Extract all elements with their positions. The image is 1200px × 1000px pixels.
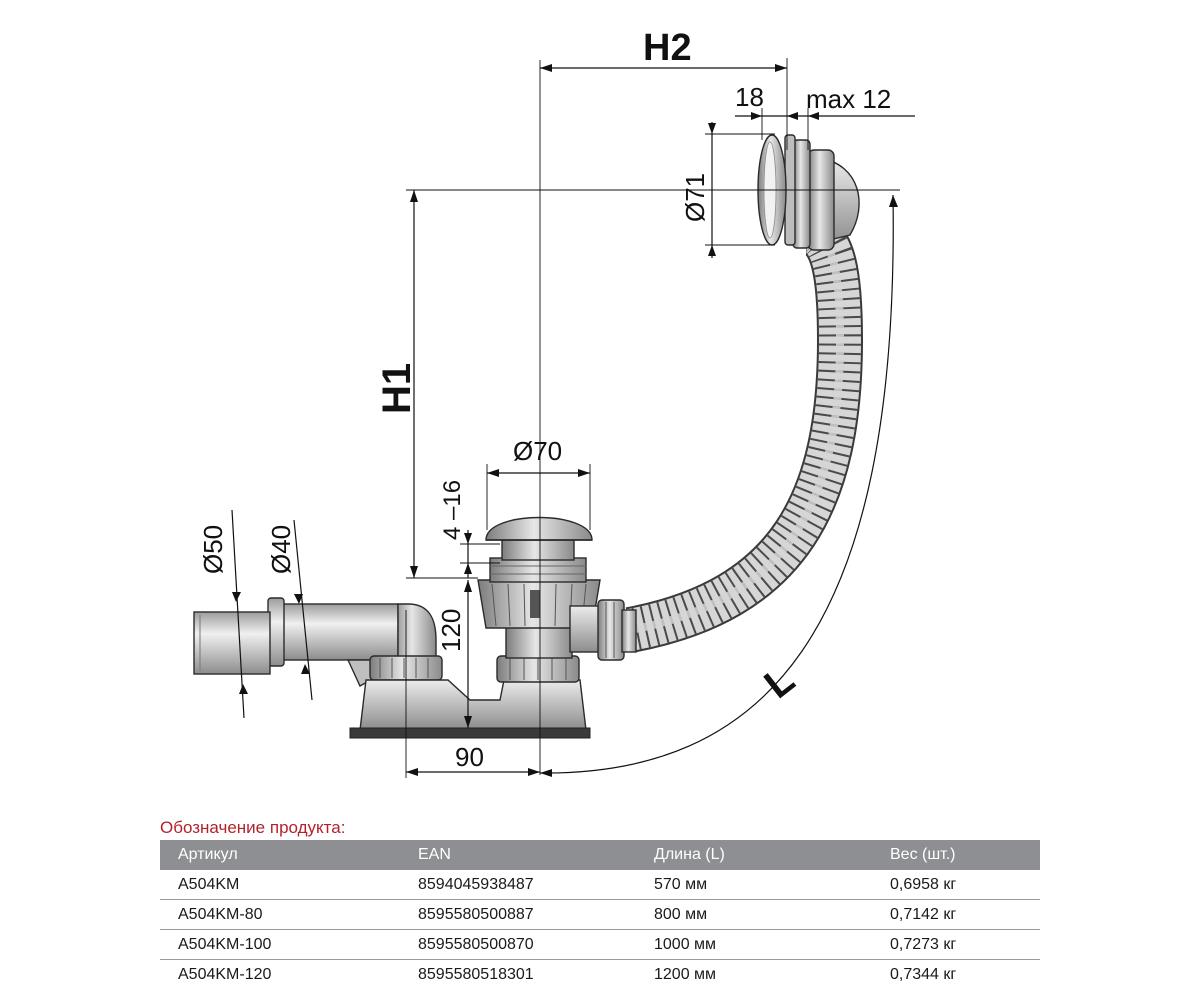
label-d50: Ø50: [198, 525, 228, 574]
label-120: 120: [436, 609, 466, 652]
cell-length: 1200 мм: [654, 966, 717, 983]
label-d70: Ø70: [513, 436, 562, 466]
product-table-section: Обозначение продукта: Артикул EAN Длина …: [160, 816, 1040, 989]
cell-ean: 8595580500887: [400, 899, 636, 930]
table-header-row: Артикул EAN Длина (L) Вес (шт.): [160, 840, 1040, 870]
cell-article: A504KM-120: [178, 966, 272, 983]
drain-body: [349, 579, 637, 739]
label-4-16: 4 –16: [439, 480, 466, 540]
label-d71: Ø71: [680, 173, 710, 222]
cell-ean: 8595580518301: [418, 966, 534, 983]
label-h1: H1: [375, 363, 419, 414]
header-length: Длина (L): [636, 840, 872, 870]
cell-length: 1000 мм: [636, 929, 872, 960]
cell-article: A504KM-100: [160, 929, 400, 960]
table-title: Обозначение продукта:: [160, 818, 346, 837]
label-max12: max 12: [806, 84, 891, 114]
table-row: A504KM 8594045938487 570 мм 0,6958 кг: [160, 870, 1040, 900]
overflow-cap: [757, 134, 860, 251]
table-row: A504KM-100 8595580500870 1000 мм 0,7273 …: [160, 929, 1040, 960]
product-table: Артикул EAN Длина (L) Вес (шт.) A504KM 8…: [160, 840, 1040, 989]
cell-length: 570 мм: [636, 870, 872, 900]
cell-weight: 0,7273 кг: [872, 929, 1040, 960]
label-18: 18: [735, 82, 764, 112]
label-90: 90: [455, 742, 484, 772]
header-ean: EAN: [400, 840, 636, 870]
label-d40: Ø40: [266, 525, 296, 574]
cell-ean: 8594045938487: [400, 870, 636, 900]
cell-article: A504KM: [160, 870, 400, 900]
cell-length: 800 мм: [636, 899, 872, 930]
table-row: A504KM-120 8595580518301 1200 мм 0,7344 …: [160, 960, 1040, 990]
header-article: Артикул: [160, 840, 400, 870]
header-weight: Вес (шт.): [872, 840, 1040, 870]
corrugated-hose: [625, 209, 864, 653]
dimension-lines: [231, 58, 915, 778]
click-clack-plug: [485, 516, 593, 583]
cell-weight: 0,7344 кг: [890, 966, 957, 983]
outlet-pipe: [193, 597, 437, 687]
cell-weight: 0,6958 кг: [872, 870, 1040, 900]
label-h2: H2: [643, 27, 692, 69]
cell-weight: 0,7142 кг: [872, 899, 1040, 930]
cell-ean: 8595580500870: [400, 929, 636, 960]
bath-drain-diagram: H2 18 max 12 Ø71 H1 Ø70 4 –16 120 90 Ø50…: [193, 27, 915, 778]
table-row: A504KM-80 8595580500887 800 мм 0,7142 кг: [160, 899, 1040, 930]
cell-article: A504KM-80: [160, 899, 400, 930]
label-l: L: [756, 657, 802, 707]
